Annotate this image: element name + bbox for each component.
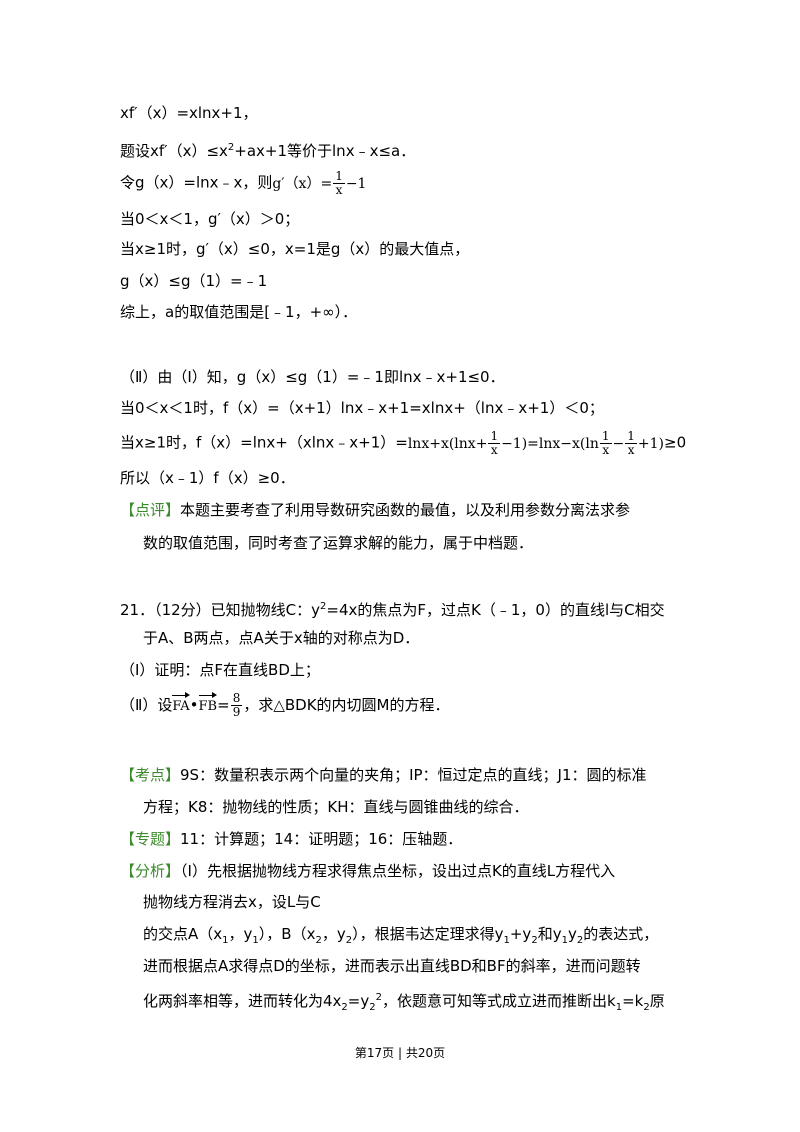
topic-tag: 【专题】 <box>120 830 181 848</box>
solution-line-2: 题设xf′（x）≤x2+ax+1等价于lnx﹣x≤a． <box>120 142 416 160</box>
solution-line-6: g（x）≤g（1）=﹣1 <box>120 272 268 290</box>
analysis-line-3: 的交点A（x1，y1），B（x2，y2），根据韦达定理求得y1+y2和y1y2的… <box>143 925 659 946</box>
problem-21-line-1: 21．（12分）已知抛物线C：y2=4x的焦点为F，过点K（﹣1，0）的直线l与… <box>120 601 665 619</box>
analysis-tag: 【分析】 <box>120 862 181 880</box>
knowledge-point-tag: 【考点】 <box>120 766 181 784</box>
review-tag: 【点评】 <box>120 501 181 519</box>
knowledge-point-line-2: 方程；K8：抛物线的性质；KH：直线与圆锥曲线的综合． <box>143 798 529 816</box>
solution-line-5: 当x≥1时，g′（x）≤0，x=1是g（x）的最大值点， <box>120 240 470 258</box>
analysis-line-1: 【分析】（Ⅰ）先根据抛物线方程求得焦点坐标，设出过点K的直线L方程代入 <box>120 862 616 880</box>
analysis-line-5: 化两斜率相等，进而转化为4x2=y22，依题意可知等式成立进而推断出k1=k2原 <box>143 992 665 1013</box>
topic-line: 【专题】11：计算题；14：证明题；16：压轴题． <box>120 830 463 848</box>
solution-line-9: 当0＜x＜1时，f（x）=（x+1）lnx﹣x+1=xlnx+（lnx﹣x+1）… <box>120 399 604 417</box>
solution-line-1: xf′（x）=xlnx+1， <box>120 104 258 122</box>
review-line-1: 【点评】本题主要考查了利用导数研究函数的最值，以及利用参数分离法求参 <box>120 501 631 519</box>
vector-fa: FA <box>172 692 190 717</box>
solution-line-7: 综上，a的取值范围是[﹣1，+∞）． <box>120 303 358 321</box>
review-line-2: 数的取值范围，同时考查了运算求解的能力，属于中档题． <box>143 534 534 552</box>
vector-fb: FB <box>198 692 217 717</box>
solution-line-8: （Ⅱ）由（Ⅰ）知，g（x）≤g（1）=﹣1即lnx﹣x+1≤0． <box>120 368 505 386</box>
analysis-line-4: 进而根据点A求得点D的坐标，进而表示出直线BD和BF的斜率，进而问题转 <box>143 957 641 975</box>
solution-line-11: 所以（x﹣1）f（x）≥0． <box>120 469 295 487</box>
analysis-line-2: 抛物线方程消去x，设L与C <box>143 893 321 911</box>
problem-21-part-1: （Ⅰ）证明：点F在直线BD上； <box>120 661 320 679</box>
knowledge-point-line-1: 【考点】9S：数量积表示两个向量的夹角；IP：恒过定点的直线；J1：圆的标准 <box>120 766 647 784</box>
problem-21-line-2: 于A、B两点，点A关于x轴的对称点为D． <box>143 629 420 647</box>
page-footer: 第17页 | 共20页 <box>354 1046 446 1060</box>
solution-line-4: 当0＜x＜1，g′（x）＞0； <box>120 210 300 228</box>
